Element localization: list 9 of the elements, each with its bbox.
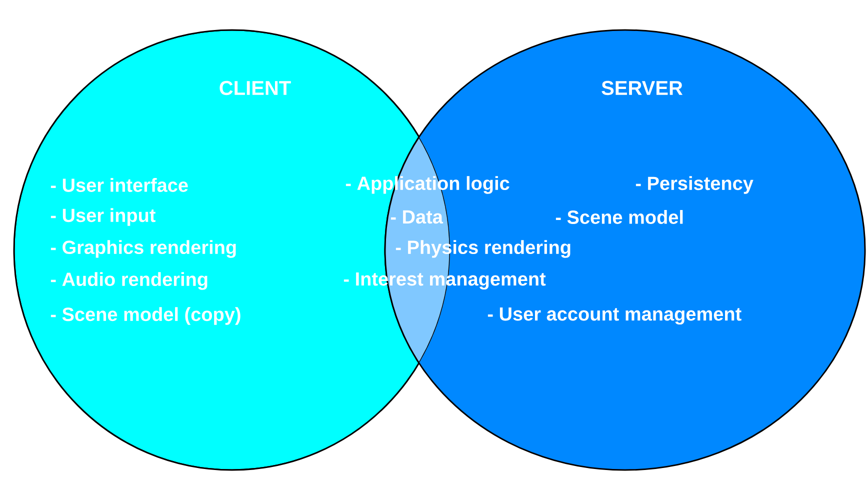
list-item: - Persistency xyxy=(636,176,754,194)
list-item: - Audio rendering xyxy=(50,272,208,290)
list-item: - Data xyxy=(390,210,444,224)
list-item: - User account management xyxy=(488,307,742,325)
list-item: - Graphics rendering xyxy=(50,240,236,258)
list-item: - User interface xyxy=(50,178,188,192)
list-item: - Scene model (copy) xyxy=(50,307,240,325)
list-item: - Scene model xyxy=(556,210,683,224)
list-item: - User input xyxy=(50,208,156,226)
